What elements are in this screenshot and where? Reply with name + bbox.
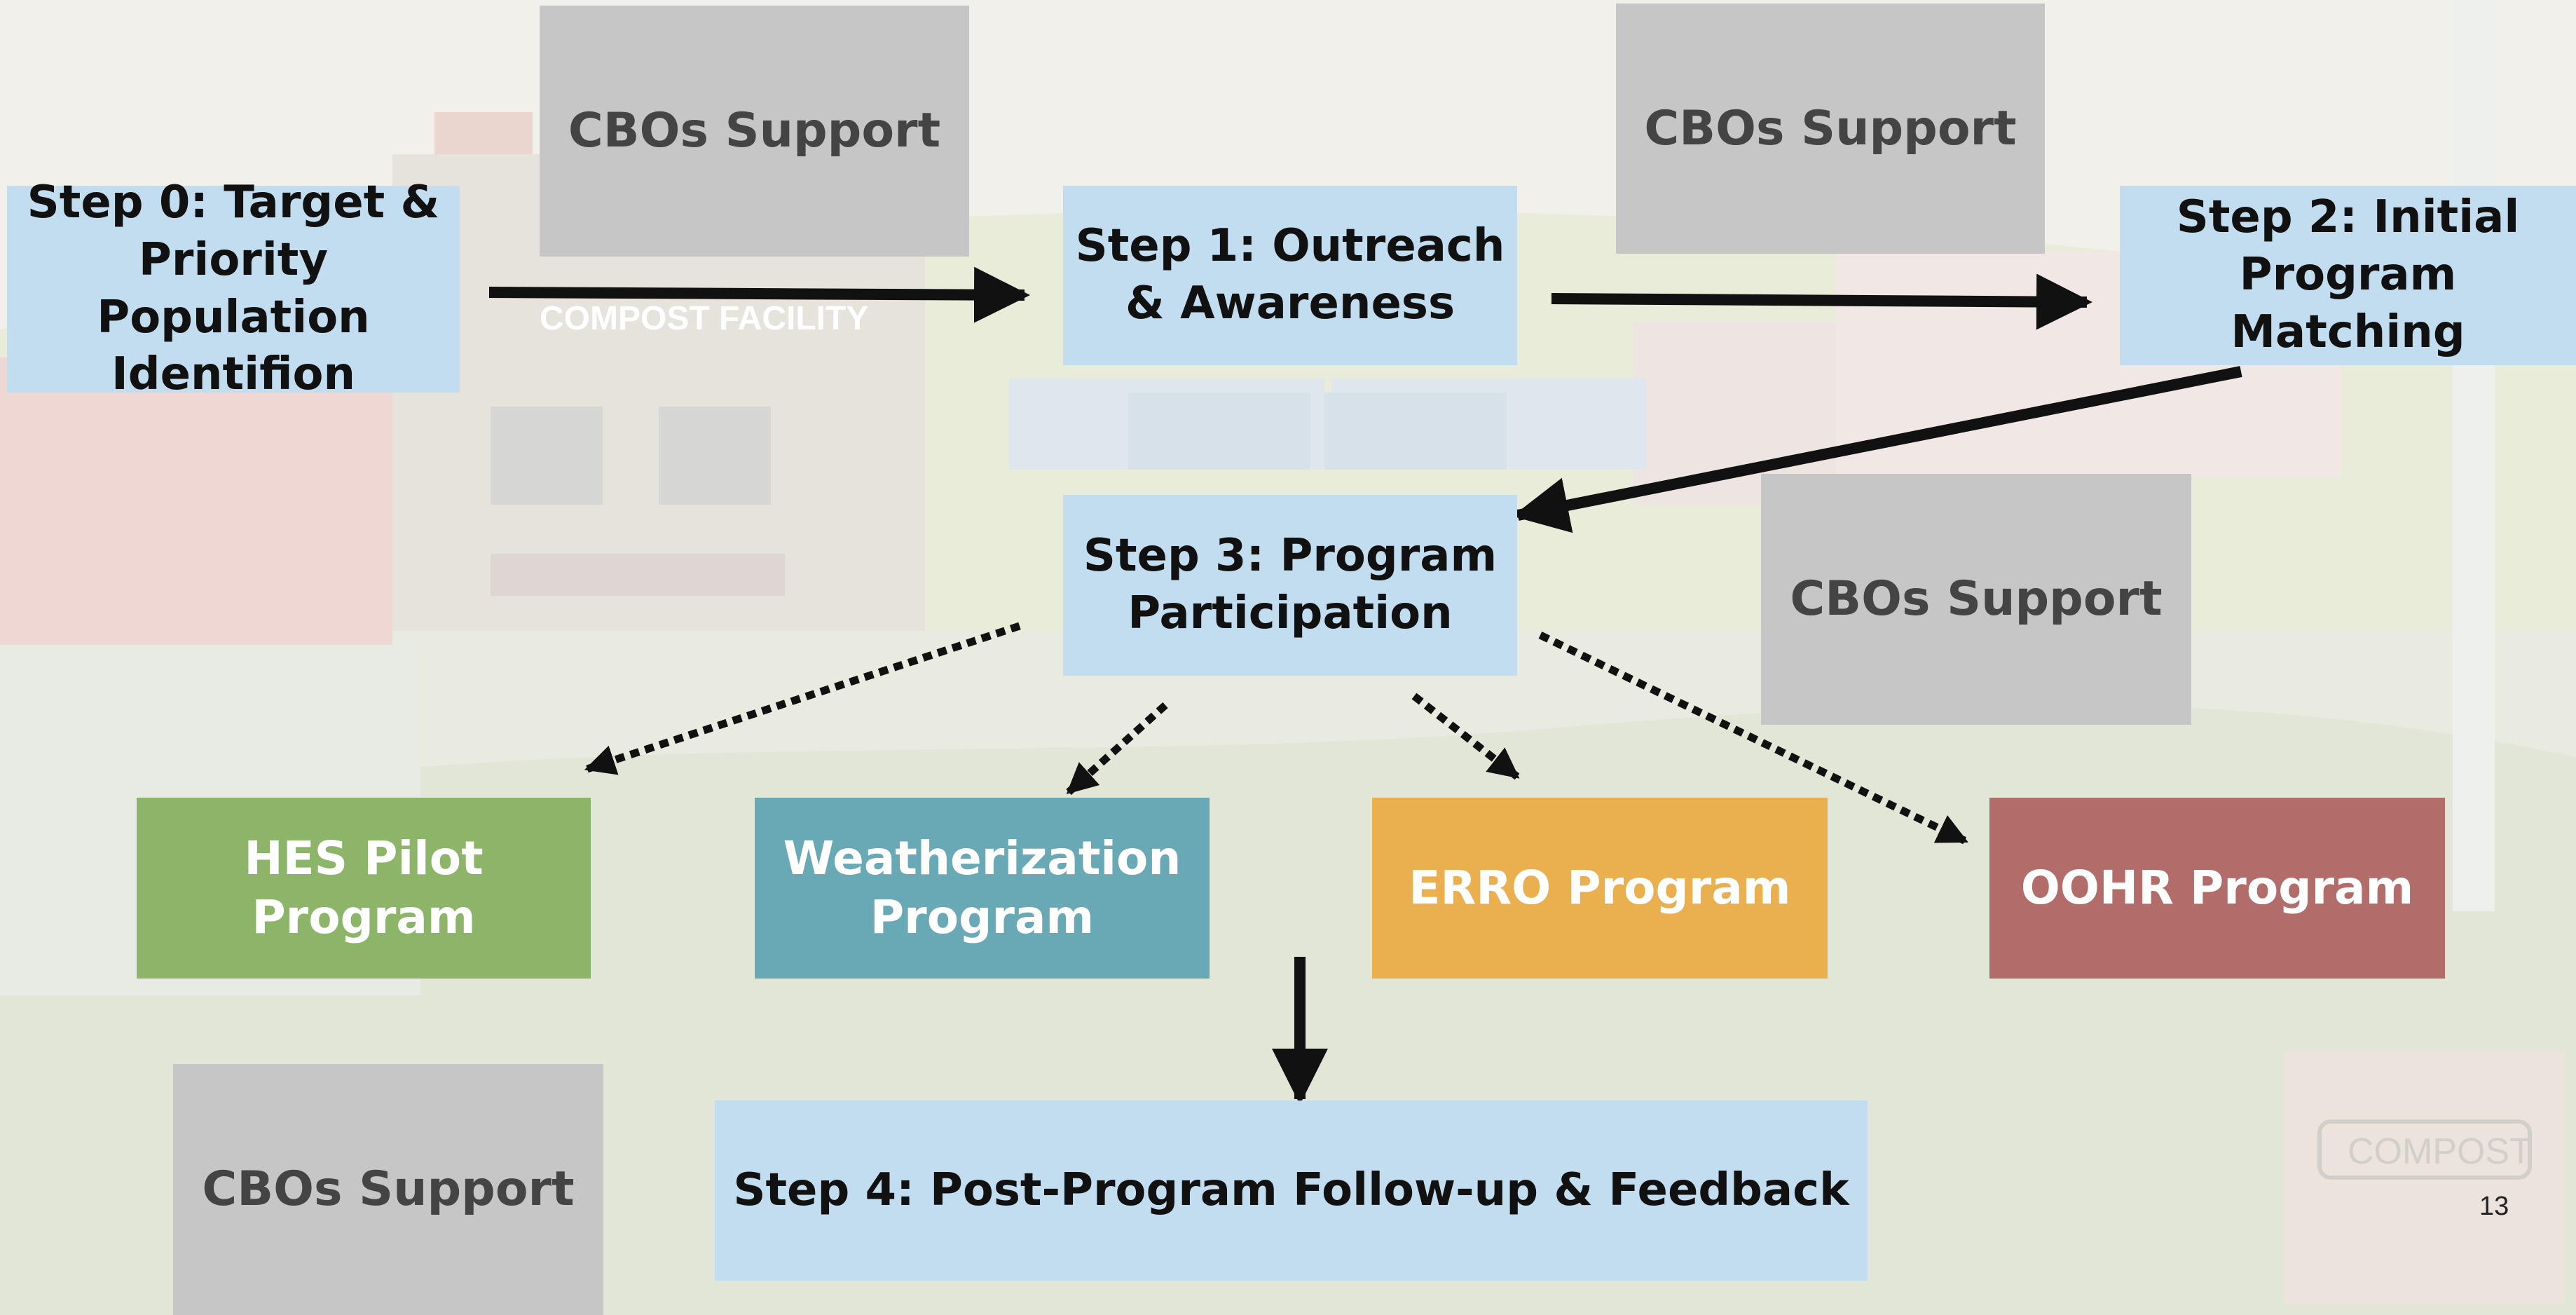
hes-pilot-program-box: HES Pilot Program — [137, 798, 591, 979]
cbos-support-box: CBOs Support — [173, 1064, 603, 1315]
step-4-label: Step 4: Post-Program Follow-up & Feedbac… — [733, 1164, 1849, 1216]
compost-sign: COMPOST FACILITY — [540, 300, 868, 337]
step-1-label: Step 1: Outreach & Awareness — [1075, 220, 1505, 329]
arrow-step2-to-step3 — [1512, 366, 2242, 533]
arrow-step3-to-oohr — [1538, 632, 1968, 845]
erro-program-label: ERRO Program — [1409, 860, 1791, 915]
compost-crate-label: COMPOST — [2348, 1131, 2532, 1172]
step-3-label: Step 3: Program Participation — [1083, 530, 1498, 639]
arrow-step0-to-step1 — [488, 266, 1030, 323]
weatherization-program-box: Weatherization Program — [755, 798, 1210, 979]
step-2-box: Step 2: Initial Program Matching — [2120, 186, 2576, 365]
cbos-support-label: CBOs Support — [1644, 100, 2017, 156]
arrow-step3-to-erro — [1411, 693, 1520, 780]
erro-program-box: ERRO Program — [1372, 798, 1828, 979]
step-4-box: Step 4: Post-Program Follow-up & Feedbac… — [715, 1101, 1868, 1281]
step-1-box: Step 1: Outreach & Awareness — [1063, 186, 1517, 365]
oohr-program-box: OOHR Program — [1989, 798, 2445, 979]
cbos-support-box: CBOs Support — [1616, 4, 2045, 254]
arrow-step1-to-step2 — [1551, 273, 2092, 330]
arrow-step3-to-weatherization — [1066, 702, 1168, 796]
weatherization-program-label: Weatherization Program — [783, 831, 1181, 944]
arrow-step3-to-hes — [584, 622, 1021, 775]
cbos-support-box: CBOs Support — [1761, 474, 2191, 725]
step-0-label: Step 0: Target & Priority Population Ide… — [27, 176, 440, 401]
oohr-program-label: OOHR Program — [2020, 860, 2414, 915]
hes-pilot-program-label: HES Pilot Program — [244, 831, 484, 944]
step-3-box: Step 3: Program Participation — [1063, 495, 1517, 676]
cbos-support-label: CBOs Support — [1790, 571, 2163, 627]
page-number: 13 — [2479, 1192, 2509, 1221]
step-2-label: Step 2: Initial Program Matching — [2176, 191, 2520, 358]
step-0-box: Step 0: Target & Priority Population Ide… — [7, 177, 460, 400]
cbos-support-label: CBOs Support — [202, 1161, 575, 1218]
cbos-support-label: CBOs Support — [568, 103, 941, 159]
cbos-support-box: CBOs Support — [540, 6, 969, 257]
